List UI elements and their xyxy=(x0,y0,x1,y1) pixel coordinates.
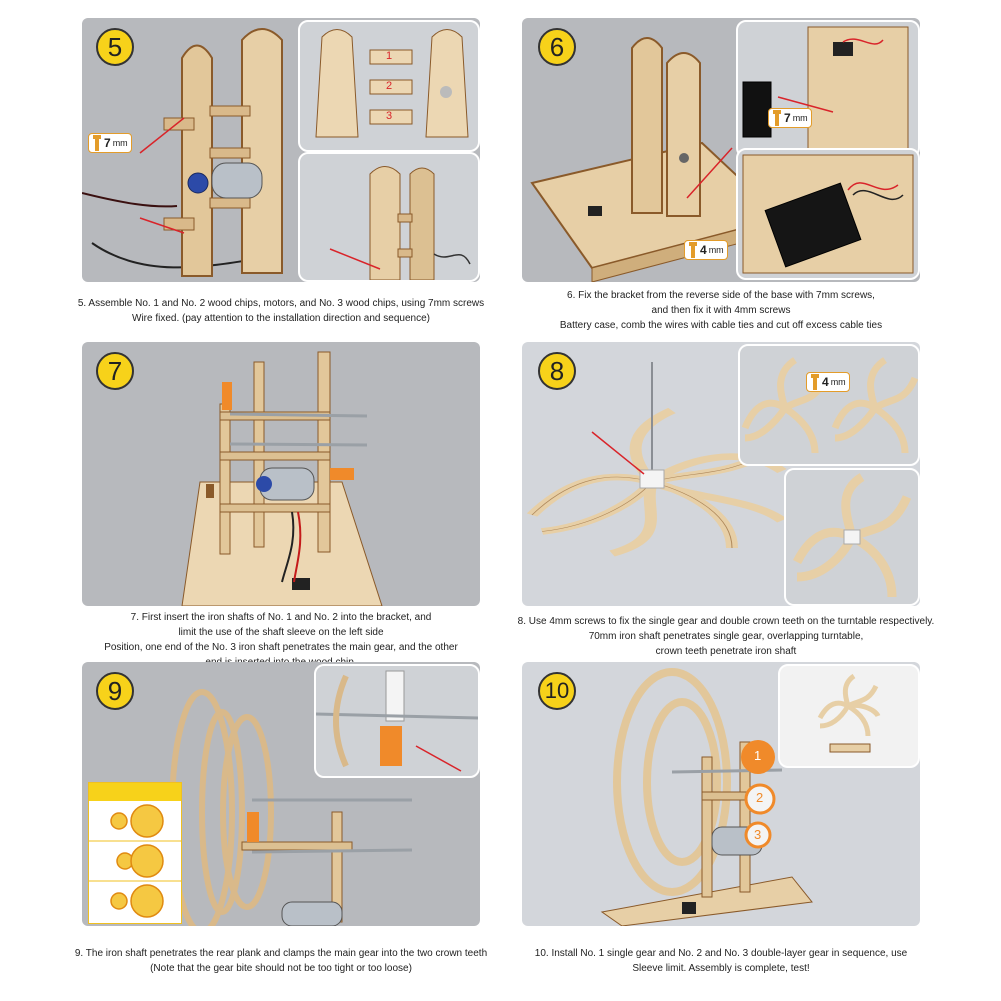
step-7-caption: 7. First insert the iron shafts of No. 1… xyxy=(60,610,502,670)
step-9-caption: 9. The iron shaft penetrates the rear pl… xyxy=(50,946,512,976)
screw-icon xyxy=(811,374,819,390)
step-8-illustration xyxy=(526,362,787,557)
caption-line: 10. Install No. 1 single gear and No. 2 … xyxy=(534,948,908,959)
gear-bite-diagram xyxy=(88,782,182,924)
gear-label-3: 3 xyxy=(754,827,762,842)
caption-line: crown teeth penetrate iron shaft xyxy=(655,646,797,657)
caption-line: 9. The iron shaft penetrates the rear pl… xyxy=(74,948,488,959)
gear-bite-comparison-icons xyxy=(89,804,181,918)
screw-icon xyxy=(689,242,697,258)
step-6-inset-battery-top xyxy=(736,20,920,158)
screw-4mm-label: 4 mm xyxy=(684,240,728,260)
step-8-panel: 4 mm 8 xyxy=(522,342,920,606)
parts-layout-illustration xyxy=(315,29,469,138)
screw-icon xyxy=(93,135,101,151)
step-8-badge: 8 xyxy=(538,352,576,390)
screw-7mm-label: 7 mm xyxy=(768,108,812,128)
caption-line: 8. Use 4mm screws to fix the single gear… xyxy=(517,616,935,627)
step-7-illustration xyxy=(181,351,383,606)
step-10-badge: 10 xyxy=(538,672,576,710)
screw-4mm-label: 4 mm xyxy=(806,372,850,392)
caption-line: and then fix it with 4mm screws xyxy=(651,305,791,316)
step-5-inset-parts: 1 2 3 xyxy=(298,20,480,152)
step-10-illustration xyxy=(600,668,813,926)
finished-model-illustration xyxy=(817,673,881,753)
gear-mesh-illustration xyxy=(316,670,478,772)
caption-line: 5. Assemble No. 1 and No. 2 wood chips, … xyxy=(77,298,485,309)
gear-label-2: 2 xyxy=(756,790,764,805)
battery-case-illustration xyxy=(742,26,909,153)
step-9-badge: 9 xyxy=(96,672,134,710)
step-6-inset-battery-bottom xyxy=(736,148,920,280)
screw-7mm-label: 7 mm xyxy=(88,133,132,153)
step-8-inset-spirals xyxy=(738,344,920,466)
step-6-panel: 7 mm 4 mm 6 xyxy=(522,18,920,282)
gear-label-1: 1 xyxy=(754,748,762,763)
caption-line: Battery case, comb the wires with cable … xyxy=(559,320,883,331)
battery-wiring-illustration xyxy=(742,154,914,274)
step-10-caption: 10. Install No. 1 single gear and No. 2 … xyxy=(500,946,942,976)
step-9-panel: 9 xyxy=(82,662,480,926)
caption-line: Sleeve limit. Assembly is complete, test… xyxy=(632,963,810,974)
step-5-illustration xyxy=(82,28,283,277)
step-8-inset-crown xyxy=(784,468,920,606)
step-5-panel: 1 2 3 7 mm 5 xyxy=(82,18,480,282)
step-6-caption: 6. Fix the bracket from the reverse side… xyxy=(500,288,942,333)
crown-teeth-illustration xyxy=(792,473,912,598)
part-label-3: 3 xyxy=(386,110,393,122)
step-6-badge: 6 xyxy=(538,28,576,66)
caption-line: 6. Fix the bracket from the reverse side… xyxy=(567,290,875,301)
part-label-2: 2 xyxy=(386,80,393,92)
caption-line: limit the use of the shaft sleeve on the… xyxy=(178,627,384,638)
screw-icon xyxy=(773,110,781,126)
caption-line: 70mm iron shaft penetrates single gear, … xyxy=(588,631,864,642)
step-5-inset-bracket xyxy=(298,152,480,282)
spiral-gears-illustration xyxy=(741,357,918,454)
step-9-inset-gear-mesh xyxy=(314,664,480,778)
step-7-panel: 7 xyxy=(82,342,480,606)
step-5-caption: 5. Assemble No. 1 and No. 2 wood chips, … xyxy=(60,296,502,326)
spiral-turntable xyxy=(526,407,787,557)
caption-line: Wire fixed. (pay attention to the instal… xyxy=(132,313,430,324)
step-7-badge: 7 xyxy=(96,352,134,390)
part-label-1: 1 xyxy=(386,50,393,62)
step-10-inset-finished xyxy=(778,664,920,768)
caption-line: Position, one end of the No. 3 iron shaf… xyxy=(104,642,458,653)
step-10-panel: 1 2 3 10 xyxy=(522,662,920,926)
bracket-detail-illustration xyxy=(329,166,471,280)
caption-line: (Note that the gear bite should not be t… xyxy=(150,963,412,974)
step-5-badge: 5 xyxy=(96,28,134,66)
step-8-caption: 8. Use 4mm screws to fix the single gear… xyxy=(496,614,956,659)
caption-line: 7. First insert the iron shafts of No. 1… xyxy=(130,612,432,623)
